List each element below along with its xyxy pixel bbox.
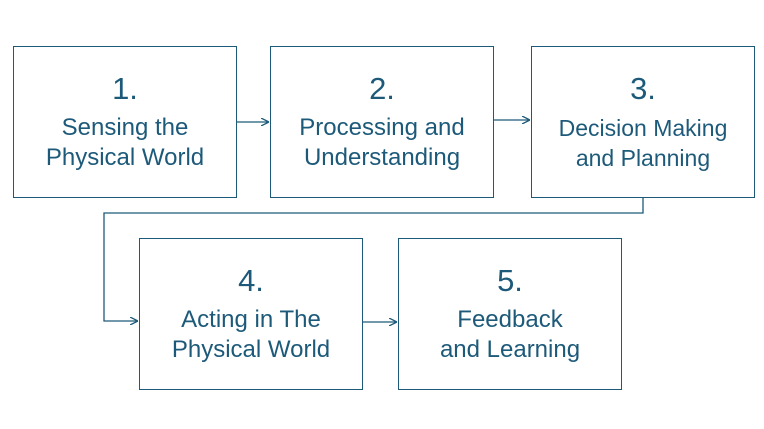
step-box-acting: 4. Acting in The Physical World	[139, 238, 363, 390]
step-number: 2.	[369, 71, 395, 106]
step-label: Feedback and Learning	[439, 306, 581, 363]
step-box-processing: 2. Processing and Understanding	[270, 46, 494, 198]
step-box-feedback: 5. Feedback and Learning	[398, 238, 622, 390]
step-box-decision: 3. Decision Making and Planning	[531, 46, 755, 198]
step-label: Acting in The Physical World	[171, 306, 331, 363]
step-label: Sensing the Physical World	[45, 114, 205, 171]
step-box-sensing: 1. Sensing the Physical World	[13, 46, 237, 198]
step-number: 4.	[238, 263, 264, 298]
step-label: Processing and Understanding	[299, 114, 465, 171]
step-number: 1.	[112, 71, 138, 106]
arrow-3-to-4	[103, 198, 644, 321]
step-number: 3.	[630, 71, 656, 106]
step-number: 5.	[497, 263, 523, 298]
step-label: Decision Making and Planning	[558, 115, 728, 171]
